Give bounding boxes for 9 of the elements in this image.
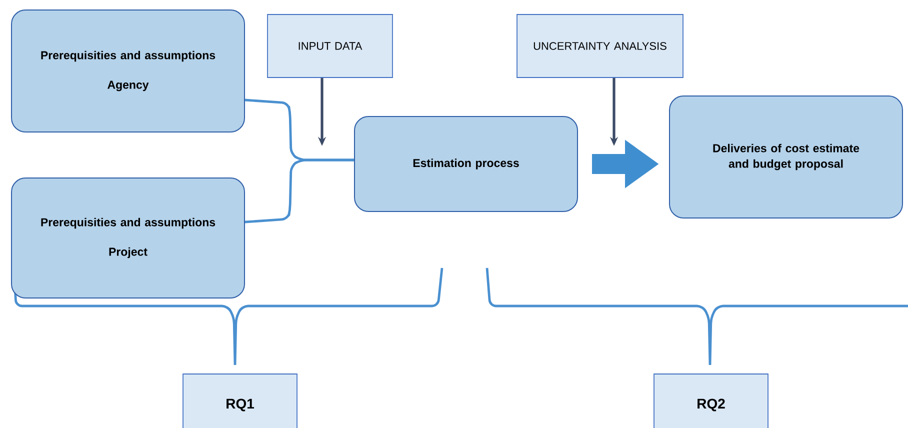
input-box: INPUT DATA [267, 14, 393, 78]
process-box: Estimation process [354, 116, 578, 212]
connector [244, 158, 354, 224]
process-box: Prerequisities and assumptions Project [11, 178, 245, 298]
research-question-box: RQ1 [182, 374, 298, 428]
process-box: Prerequisities and assumptions Agency [11, 10, 245, 132]
process-box: Deliveries of cost estimate and budget proposal [669, 96, 903, 218]
research-question-box: RQ2 [654, 374, 768, 428]
input-box: UNCERTAINTY ANALYSIS [516, 14, 684, 78]
